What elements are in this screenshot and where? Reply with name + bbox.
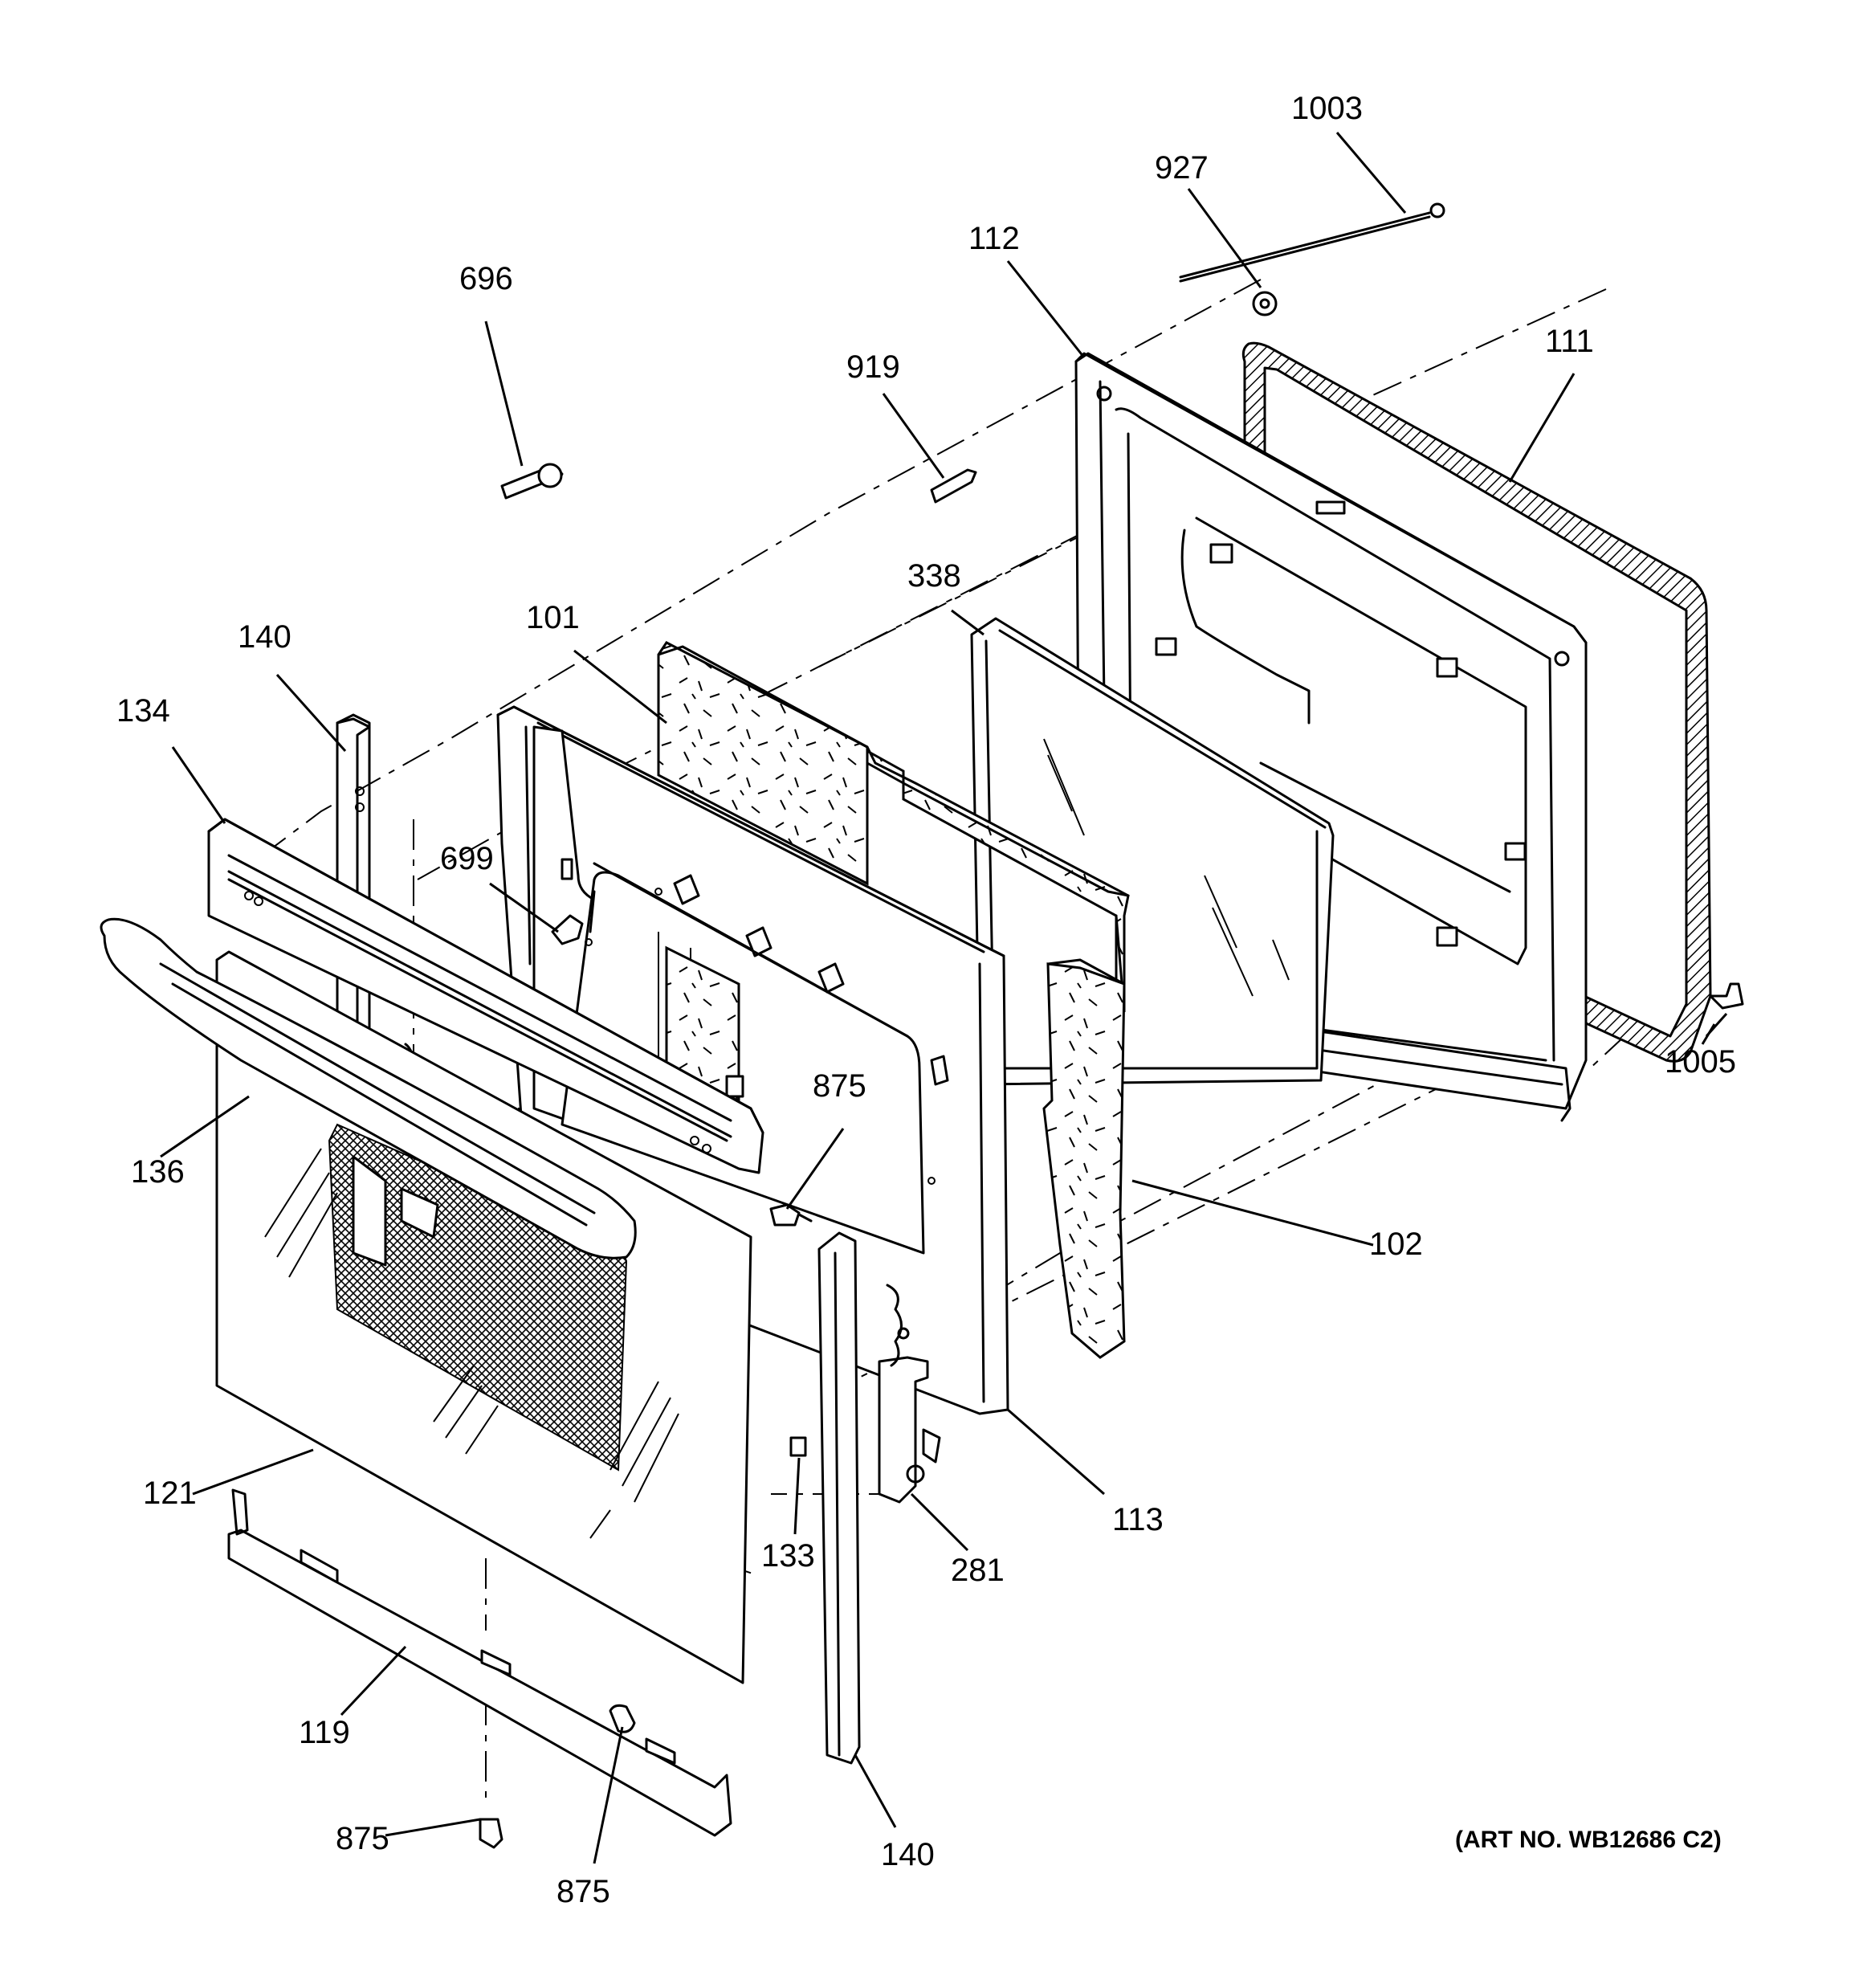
callout-111: 111	[1545, 324, 1594, 359]
callout-338: 338	[907, 558, 961, 594]
callout-140-top: 140	[238, 619, 291, 655]
callout-696: 696	[459, 261, 513, 296]
callout-136: 136	[131, 1154, 185, 1190]
hinge-281	[878, 1284, 941, 1504]
door-handle-136	[100, 917, 637, 1259]
callout-875-left: 875	[336, 1821, 389, 1856]
bottom-trim-119	[227, 1488, 732, 1837]
callout-labels: 1003 927 112 111 696 919 338 101 140 134…	[116, 91, 1736, 1909]
callout-1005: 1005	[1665, 1044, 1736, 1080]
callout-102: 102	[1369, 1227, 1423, 1262]
callout-101: 101	[526, 600, 580, 635]
callout-121: 121	[143, 1476, 197, 1511]
callout-1003: 1003	[1291, 91, 1363, 126]
callout-133: 133	[761, 1538, 815, 1574]
callout-927: 927	[1155, 150, 1209, 186]
callout-875-center: 875	[813, 1068, 866, 1104]
art-number: (ART NO. WB12686 C2)	[1455, 1827, 1722, 1853]
callout-919: 919	[846, 349, 900, 385]
callout-113: 113	[1112, 1502, 1164, 1537]
callout-119: 119	[299, 1715, 350, 1750]
callout-112: 112	[968, 221, 1020, 256]
top-trim-134	[207, 818, 764, 1174]
callout-134: 134	[116, 693, 170, 729]
callout-281: 281	[951, 1553, 1005, 1588]
fasteners	[479, 202, 1744, 1849]
side-channel-140-right	[817, 1231, 861, 1765]
callout-875-bottom: 875	[556, 1874, 610, 1909]
leader-lines	[160, 132, 1728, 1864]
callout-699: 699	[440, 841, 494, 876]
insulation-102	[1042, 958, 1126, 1359]
callout-140-bottom: 140	[881, 1837, 935, 1872]
outer-door-glass-121	[215, 950, 752, 1684]
